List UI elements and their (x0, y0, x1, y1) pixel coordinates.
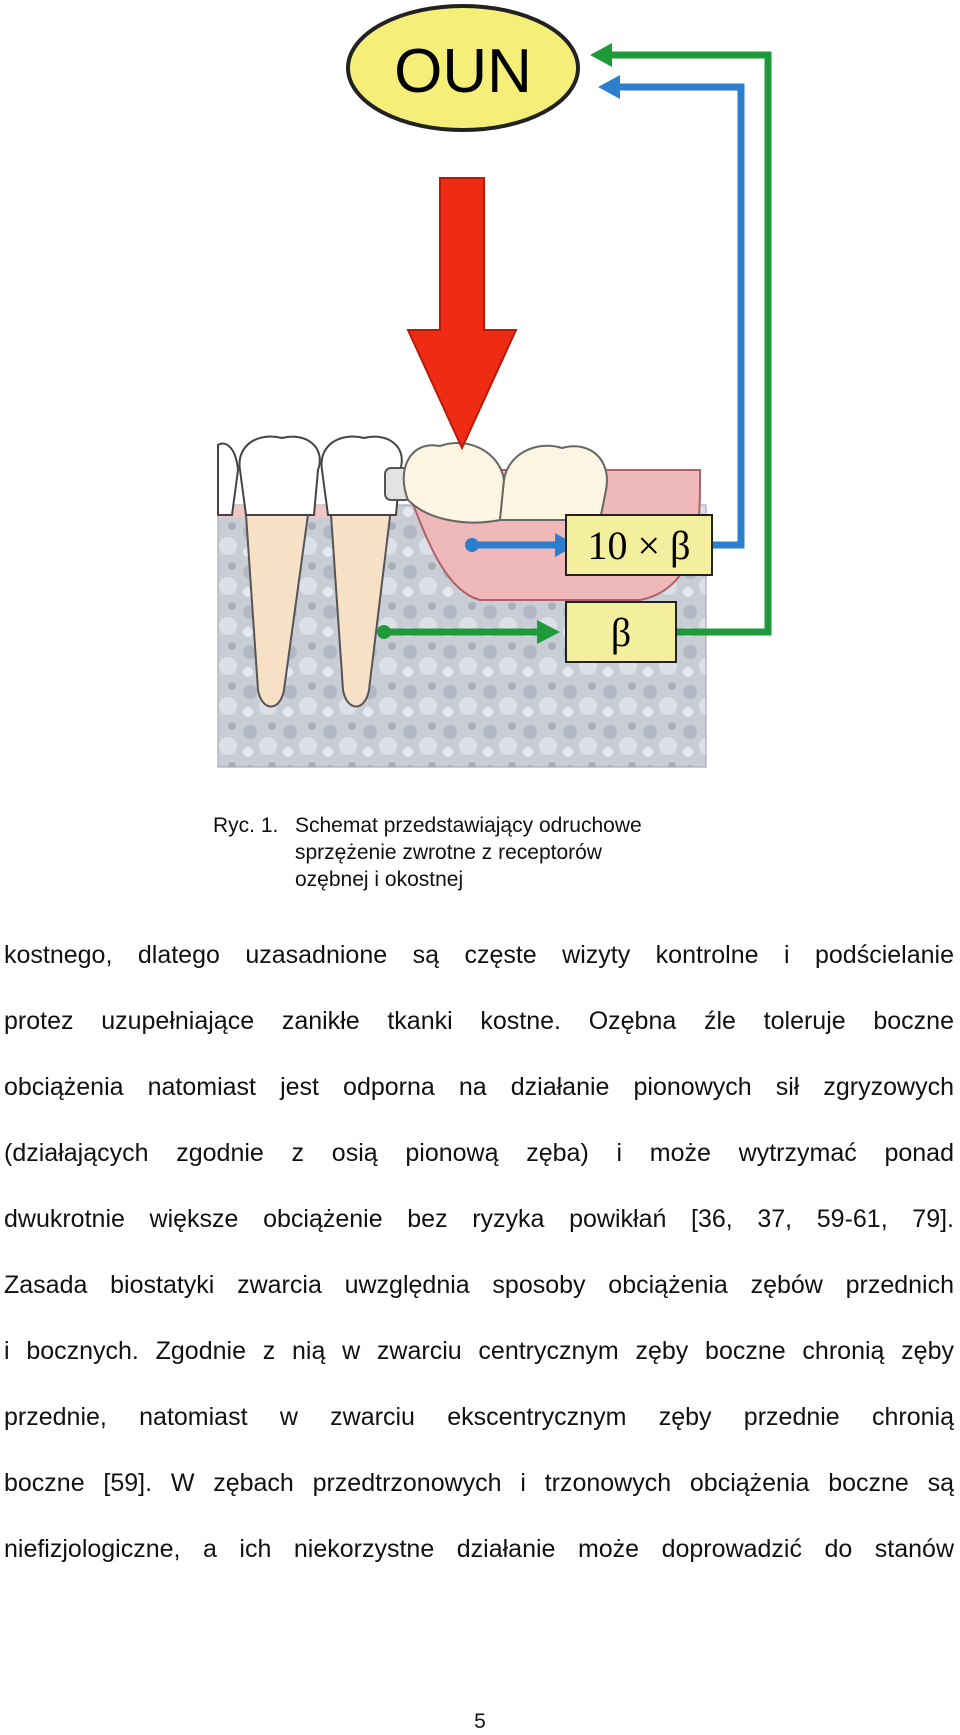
green-arrowhead-right (537, 620, 560, 644)
reflex-feedback-diagram: OUN 10 × β β (217, 4, 772, 768)
page-number: 5 (474, 1710, 486, 1733)
red-force-arrow (406, 177, 518, 451)
paragraph-line: dwukrotnie większe obciążenie bez ryzyka… (4, 1205, 954, 1233)
box-beta-label: β (611, 610, 631, 655)
caption-text: Schemat przedstawiający odruchowe sprzęż… (295, 814, 642, 891)
blue-return-line (620, 83, 745, 549)
paragraph-line: (działających zgodnie z osią pionową zęb… (4, 1139, 954, 1167)
box-beta (565, 601, 677, 663)
oun-ellipse (346, 4, 580, 132)
oun-label: OUN (394, 37, 532, 106)
paragraph-line: Zasada biostatyki zwarcia uwzględnia spo… (4, 1271, 954, 1299)
caption-label: Ryc. 1. (213, 814, 279, 837)
paragraph-line: kostnego, dlatego uzasadnione są częste … (4, 941, 954, 969)
paragraph-line: i bocznych. Zgodnie z nią w zwarciu cent… (4, 1337, 954, 1365)
crown-partial (217, 442, 240, 516)
blue-arrowhead-oun (598, 75, 620, 99)
blue-origin-dot (465, 538, 479, 552)
root-left (243, 499, 312, 708)
body-paragraph: kostnego, dlatego uzasadnione są częste … (4, 922, 954, 1582)
prosthetic-crown-2 (498, 444, 608, 521)
green-origin-dot (377, 625, 391, 639)
root-right (328, 499, 394, 708)
green-return-line (612, 51, 772, 636)
box-10-beta (565, 514, 713, 576)
prosthetic-crown-1 (402, 442, 506, 524)
paragraph-line: protez uzupełniające zanikłe tkanki kost… (4, 1007, 954, 1035)
crown-left (238, 435, 321, 516)
paragraph-line: boczne [59]. W zębach przedtrzonowych i … (4, 1469, 954, 1497)
paragraph-line: przednie, natomiast w zwarciu ekscentryc… (4, 1403, 954, 1431)
paragraph-line: niefizjologiczne, a ich niekorzystne dzi… (4, 1535, 954, 1563)
box-10-beta-label: 10 × β (588, 523, 691, 568)
paragraph-line: obciążenia natomiast jest odporna na dzi… (4, 1073, 954, 1101)
green-arrowhead-oun (590, 43, 612, 67)
